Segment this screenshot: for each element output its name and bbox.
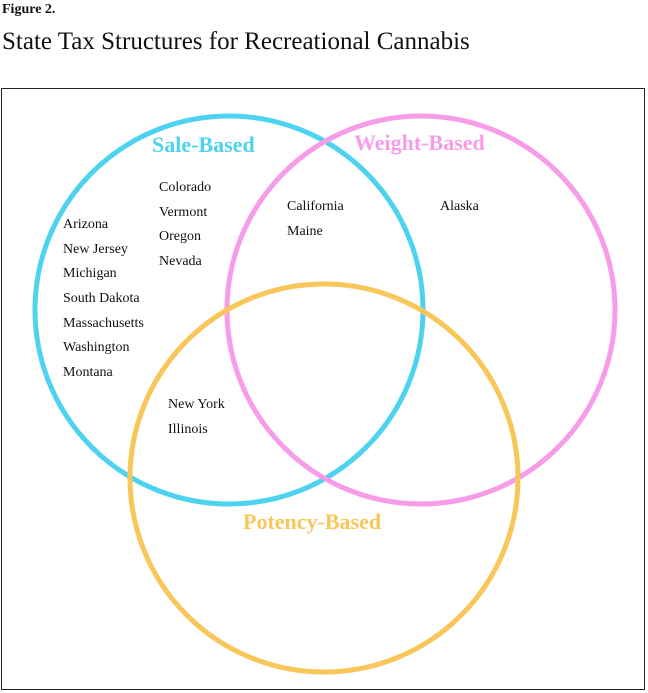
region-sale-weight: California Maine: [287, 195, 344, 244]
region-weight-only: Alaska: [440, 195, 479, 220]
state-label: Illinois: [168, 421, 208, 437]
state-label: Montana: [63, 365, 113, 381]
label-potency-based: Potency-Based: [243, 509, 382, 534]
state-label: Massachusetts: [63, 315, 144, 331]
state-label: Colorado: [159, 180, 212, 195]
state-label: New York: [168, 397, 225, 412]
circle-potency-based: [127, 281, 521, 675]
state-label: Oregon: [159, 229, 201, 245]
region-sale-potency: New York Illinois: [168, 393, 225, 442]
state-label: Arizona: [63, 217, 109, 232]
state-label: New Jersey: [63, 241, 128, 257]
state-label: Maine: [287, 223, 323, 239]
label-weight-based: Weight-Based: [354, 130, 485, 155]
state-label: Washington: [63, 340, 130, 356]
state-label: Vermont: [159, 204, 208, 220]
state-label: California: [287, 199, 344, 214]
state-label: Alaska: [440, 199, 479, 214]
figure-label: Figure 2.: [2, 2, 56, 17]
region-sale-only-right: Colorado Vermont Oregon Nevada: [159, 176, 211, 275]
diagram-frame: [1, 88, 645, 690]
state-label: Michigan: [63, 266, 117, 282]
figure-title: State Tax Structures for Recreational Ca…: [2, 28, 470, 55]
region-sale-only-left: Arizona New Jersey Michigan South Dakota…: [63, 213, 144, 386]
label-sale-based: Sale-Based: [152, 132, 255, 157]
state-label: South Dakota: [63, 291, 140, 307]
state-label: Nevada: [159, 254, 202, 270]
